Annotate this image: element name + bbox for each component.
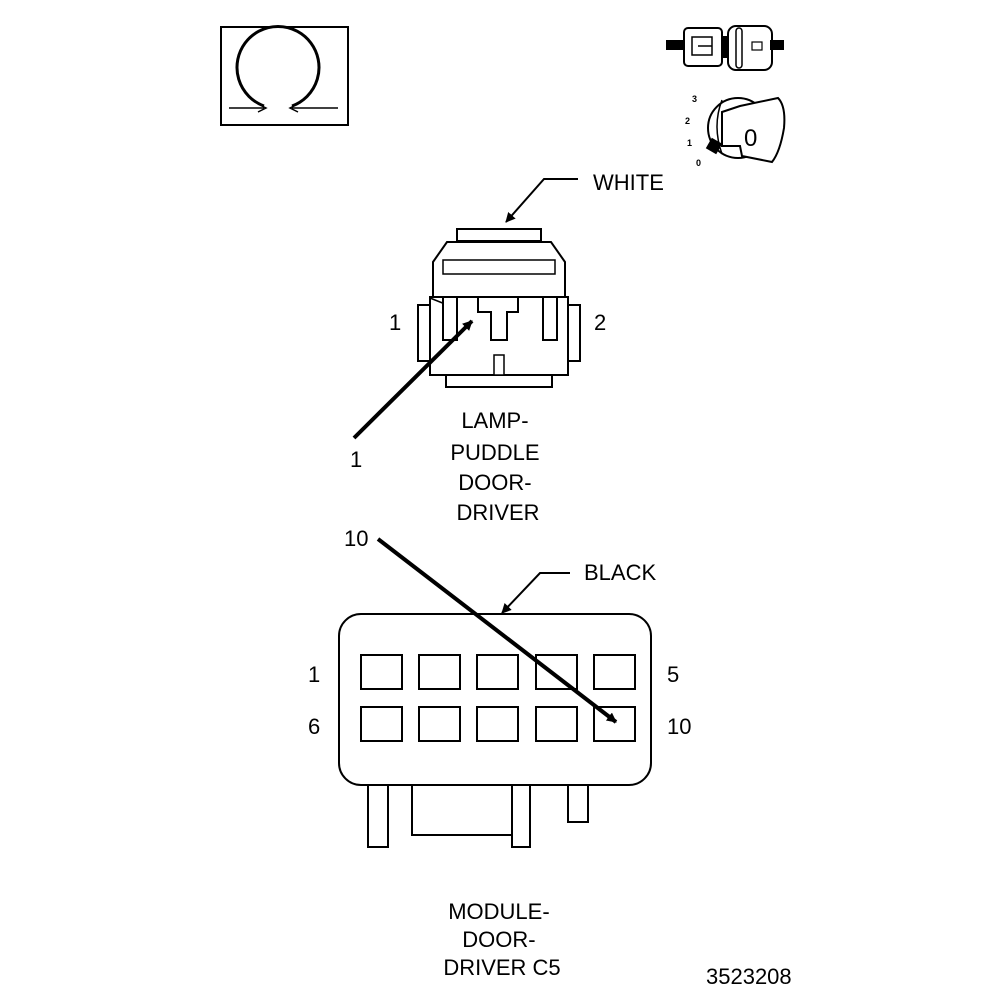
figure-id: 3523208	[706, 964, 792, 989]
module-probe-arrow: 10	[344, 526, 618, 724]
module-pin-1-label: 1	[308, 662, 320, 687]
lamp-pin-2-label: 2	[594, 310, 606, 335]
ignition-key-icon: 0 3 2 1 0	[685, 94, 786, 168]
module-connector-name: MODULE- DOOR- DRIVER C5	[443, 899, 560, 980]
lamp-connector-name: LAMP- PUDDLE DOOR- DRIVER	[450, 408, 545, 525]
connector-disconnect-icon	[666, 25, 784, 71]
black-color-callout: BLACK	[501, 560, 656, 614]
ignition-position-3: 3	[692, 94, 697, 104]
black-color-label: BLACK	[584, 560, 656, 585]
ignition-position-2: 2	[685, 116, 690, 126]
ignition-position-1: 1	[687, 138, 692, 148]
module-pin-10-label: 10	[667, 714, 691, 739]
module-pin-6-label: 6	[308, 714, 320, 739]
ohmmeter-icon	[220, 25, 349, 126]
lamp-pin-1-label: 1	[389, 310, 401, 335]
white-color-label: WHITE	[593, 170, 664, 195]
module-pin-cavities	[360, 654, 636, 742]
lamp-probe-arrow: 1	[350, 319, 474, 472]
module-pin-5-label: 5	[667, 662, 679, 687]
lamp-probe-pin-label: 1	[350, 447, 362, 472]
ignition-key-label: 0	[744, 125, 757, 152]
lamp-connector: 1 2	[389, 228, 606, 388]
ignition-position-0: 0	[696, 158, 701, 168]
module-probe-pin-label: 10	[344, 526, 368, 551]
white-color-callout: WHITE	[505, 170, 664, 223]
module-connector: 1 5 6 10	[308, 613, 691, 848]
